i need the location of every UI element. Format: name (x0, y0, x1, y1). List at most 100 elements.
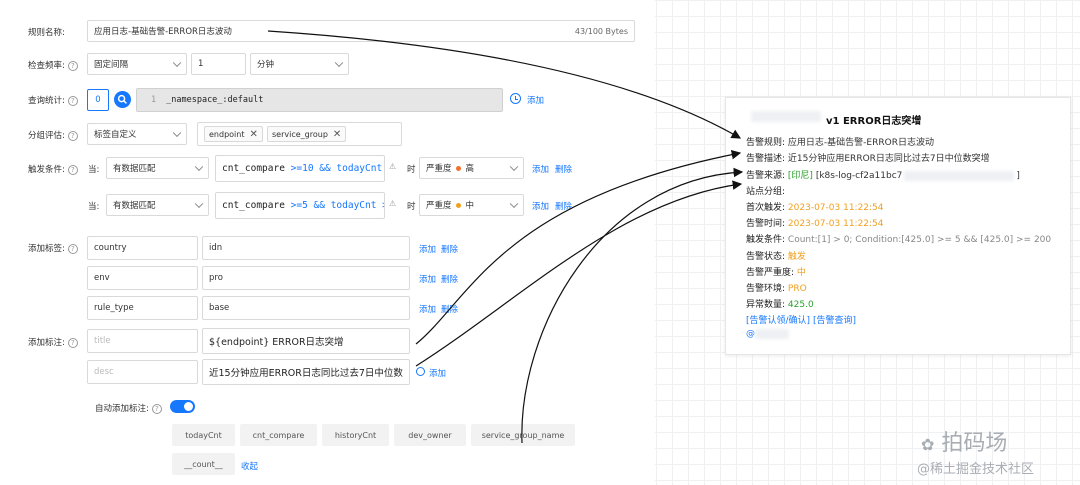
annotation-chip[interactable]: __count__ (172, 453, 235, 475)
add-circle-icon[interactable] (416, 367, 425, 376)
annotation-chip[interactable]: service_group_name (471, 424, 575, 446)
search-icon (117, 94, 127, 104)
group-label: 分组评估:? (28, 129, 78, 141)
query-index-badge[interactable]: 0 (87, 89, 109, 111)
rule-form: 规则名称: 应用日志-基础告警-ERROR日志波动 43/100 Bytes 检… (28, 20, 635, 475)
close-icon[interactable]: ✕ (249, 128, 258, 140)
chevron-down-icon (172, 128, 182, 138)
check-freq-unit-select[interactable]: 分钟 (250, 53, 349, 75)
query-add-link[interactable]: 添加 (527, 96, 545, 106)
alert-source-line: 告警来源: [印尼] [k8s-log-cf2a11bc7 ] (746, 171, 1020, 181)
auto-annotation-toggle[interactable] (170, 400, 195, 413)
group-mode-select[interactable]: 标签自定义 (87, 123, 187, 145)
alert-time-line: 告警时间: 2023-07-03 11:22:54 (746, 219, 884, 229)
help-icon: ? (67, 243, 78, 254)
chevron-down-icon (334, 58, 344, 68)
severity-high-dot (455, 165, 461, 171)
severity-select[interactable]: 严重度中 (419, 194, 524, 216)
trigger-delete-link[interactable]: 删除 (555, 202, 573, 212)
auto-annotation-label: 自动添加标注:? (95, 402, 162, 414)
alert-status-line: 告警状态: 触发 (746, 252, 806, 262)
annotation-value-input[interactable]: ${endpoint} ERROR日志突增 (202, 328, 410, 354)
label-add-link[interactable]: 添加 (419, 245, 437, 255)
query-link[interactable]: [告警查询] (812, 316, 856, 326)
check-freq-mode-select[interactable]: 固定间隔 (87, 53, 187, 75)
check-freq-number-input[interactable]: 1 (191, 53, 246, 75)
warning-icon: ⚠ (389, 199, 397, 208)
search-icon-button[interactable] (114, 91, 131, 108)
chevron-down-icon (172, 58, 182, 68)
alert-rule-line: 告警规则: 应用日志-基础告警-ERROR日志波动 (746, 138, 934, 148)
annotation-add-link[interactable]: 添加 (429, 369, 447, 379)
watermark-logo: ✿ 拍码场 (921, 431, 1008, 456)
annotation-key-input[interactable]: desc (87, 360, 198, 384)
alert-first-line: 首次触发: 2023-07-03 11:22:54 (746, 203, 884, 213)
clock-icon[interactable] (510, 93, 521, 104)
trigger-match-select[interactable]: 有数据匹配 (106, 157, 209, 179)
label-key-input[interactable]: country (87, 236, 198, 260)
chevron-down-icon (194, 199, 204, 209)
annotations-label: 添加标注:? (28, 336, 78, 348)
annotation-value-input[interactable]: 近15分钟应用ERROR日志同比过去7日中位数 (202, 359, 410, 385)
warning-icon: ⚠ (389, 162, 397, 171)
trigger-delete-link[interactable]: 删除 (555, 165, 573, 175)
redacted-block (751, 111, 821, 123)
help-icon: ? (67, 95, 78, 106)
alert-title: v1 ERROR日志突增 (826, 116, 922, 127)
trigger-add-link[interactable]: 添加 (532, 202, 550, 212)
trigger-match-select[interactable]: 有数据匹配 (106, 194, 209, 216)
label-value-input[interactable]: base (202, 296, 410, 320)
rule-name-counter: 43/100 Bytes (574, 26, 628, 36)
query-label: 查询统计:? (28, 94, 78, 106)
severity-select[interactable]: 严重度高 (419, 157, 524, 179)
annotation-chip[interactable]: todayCnt (172, 424, 235, 446)
alert-message-card: v1 ERROR日志突增 告警规则: 应用日志-基础告警-ERROR日志波动 告… (725, 97, 1071, 355)
help-icon: ? (67, 337, 78, 348)
query-editor[interactable]: 1_namespace_:default (136, 88, 503, 112)
close-icon[interactable]: ✕ (332, 128, 342, 140)
alert-mention-line: @ (746, 329, 789, 339)
alert-severity-line: 告警严重度: 中 (746, 268, 806, 278)
labels-label: 添加标签:? (28, 242, 78, 254)
watermark-sub: @稀土掘金技术社区 (917, 462, 1035, 477)
alert-cond-line: 触发条件: Count:[1] > 0; Condition:[425.0] >… (746, 235, 1052, 245)
label-add-link[interactable]: 添加 (419, 305, 437, 315)
alert-env-line: 告警环境: PRO (746, 284, 807, 294)
help-icon: ? (67, 130, 78, 141)
annotation-key-input[interactable]: title (87, 329, 198, 353)
label-delete-link[interactable]: 删除 (441, 275, 459, 285)
trigger-when-word: 时 (407, 165, 416, 175)
label-add-link[interactable]: 添加 (419, 275, 437, 285)
label-delete-link[interactable]: 删除 (441, 305, 459, 315)
group-tag[interactable]: service_group✕ (267, 126, 347, 142)
trigger-when-word: 时 (407, 202, 416, 212)
help-icon: ? (67, 164, 78, 175)
rule-name-input[interactable]: 应用日志-基础告警-ERROR日志波动 43/100 Bytes (87, 20, 635, 42)
annotation-chip[interactable]: historyCnt (322, 424, 389, 446)
alert-count-line: 异常数量: 425.0 (746, 300, 814, 310)
label-value-input[interactable]: idn (202, 236, 410, 260)
label-key-input[interactable]: env (87, 266, 198, 290)
annotation-chip[interactable]: cnt_compare (240, 424, 317, 446)
trigger-add-link[interactable]: 添加 (532, 165, 550, 175)
label-key-input[interactable]: rule_type (87, 296, 198, 320)
help-icon: ? (151, 403, 162, 414)
chevron-down-icon (509, 162, 519, 172)
check-freq-label: 检查频率:? (28, 59, 78, 71)
rule-name-label: 规则名称: (28, 28, 65, 38)
label-delete-link[interactable]: 删除 (441, 245, 459, 255)
alert-links-line: [告警认领/确认] [告警查询] (746, 313, 856, 326)
alert-desc-line: 告警描述: 近15分钟应用ERROR日志同比过去7日中位数突增 (746, 154, 990, 164)
line-number: 1 (151, 95, 157, 105)
group-tag[interactable]: endpoint✕ (204, 126, 263, 142)
alert-group-line: 站点分组: (746, 187, 786, 197)
ack-link[interactable]: [告警认领/确认] (746, 316, 811, 326)
annotation-chip[interactable]: dev_owner (394, 424, 466, 446)
trigger-when-label: 当: (88, 165, 100, 175)
label-value-input[interactable]: pro (202, 266, 410, 290)
trigger-when-label: 当: (88, 202, 100, 212)
collapse-link[interactable]: 收起 (241, 462, 259, 472)
trigger-expr-input[interactable]: cnt_compare >=10 && todayCnt >=1 (215, 155, 385, 182)
trigger-expr-input[interactable]: cnt_compare >=5 && todayCnt >=20 (215, 192, 385, 219)
chevron-down-icon (509, 199, 519, 209)
